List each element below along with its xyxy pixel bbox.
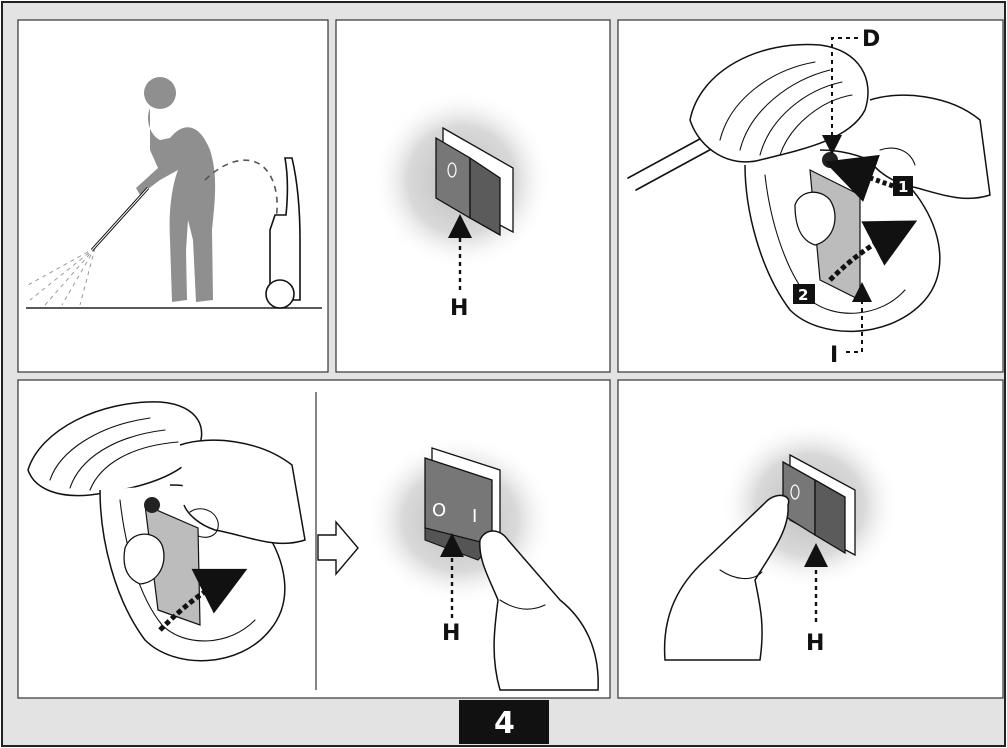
panel-gun-trigger-lock: 1 2 D I — [617, 19, 1004, 373]
hand-icon — [179, 439, 306, 545]
panel-switch-on: O I H — [17, 379, 611, 699]
water-spray-icon — [27, 247, 96, 306]
push-arrow-1: 1 — [824, 154, 913, 202]
hand-icon — [794, 94, 991, 246]
slide-arrow — [158, 568, 248, 632]
slide-arrow-2: 2 — [793, 220, 918, 304]
switch-label-h: H — [442, 621, 460, 646]
switch-label-h: H — [806, 631, 824, 656]
panel-switch-off: H — [335, 19, 611, 373]
person-silhouette — [136, 77, 216, 302]
next-step-arrow-icon — [317, 520, 359, 576]
switch-mark-off: O — [432, 500, 446, 521]
figure-number-badge: 4 — [459, 700, 549, 744]
callout-label-i: I — [830, 343, 838, 368]
step-badge-2: 2 — [798, 286, 808, 304]
step-badge-1: 1 — [898, 178, 908, 196]
panel-user-spraying — [17, 19, 329, 373]
pressure-washer-machine-icon — [265, 157, 301, 309]
rocker-switch-icon — [435, 126, 514, 237]
callout-label-d: D — [862, 27, 880, 52]
pointing-finger-icon — [663, 494, 790, 661]
switch-mark-on: I — [472, 506, 477, 527]
rocker-switch-icon — [782, 453, 856, 557]
panel-switch-press: H — [617, 379, 1004, 699]
switch-label-h: H — [450, 296, 468, 321]
pointing-finger-icon — [479, 530, 599, 691]
figure-number: 4 — [494, 706, 515, 741]
